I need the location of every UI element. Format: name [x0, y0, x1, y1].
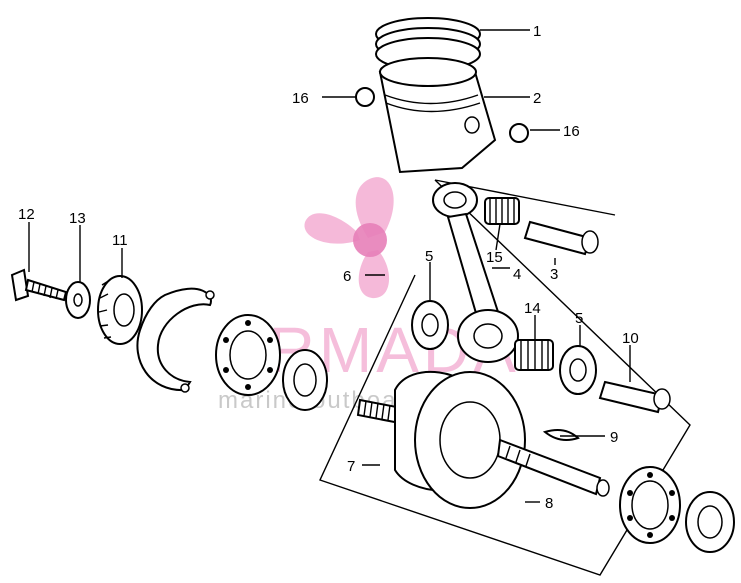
- main-bearing-right: [619, 466, 681, 544]
- callout-16a: 16: [292, 90, 309, 107]
- callout-1: 1: [533, 23, 541, 40]
- callout-15: 15: [486, 249, 503, 266]
- piston-pin-end: [581, 230, 599, 254]
- crank-pin: [598, 380, 664, 414]
- callout-4: 4: [513, 266, 521, 283]
- callout-12: 12: [18, 206, 35, 223]
- bearing-retainer-plate: [136, 287, 215, 393]
- callout-14: 14: [524, 300, 541, 317]
- washer: [65, 281, 91, 319]
- callouts: 1 2 3 4 5 5 6 7 8 9 10 11 12 13 14 15 16…: [18, 23, 639, 512]
- propeller-logo-icon: [304, 177, 394, 299]
- callout-8: 8: [545, 495, 553, 512]
- leader-lines: [28, 29, 631, 503]
- callout-5a: 5: [425, 248, 433, 265]
- drive-gear: [97, 275, 143, 345]
- callout-7: 7: [347, 458, 355, 475]
- callout-6: 6: [343, 268, 351, 285]
- oil-seal-left: [282, 349, 328, 411]
- piston: [378, 57, 497, 174]
- callout-2: 2: [533, 90, 541, 107]
- piston-pin-clip-right: [509, 123, 529, 143]
- bolt: [10, 268, 68, 302]
- callout-11: 11: [112, 232, 128, 249]
- oil-seal-right: [685, 491, 735, 553]
- small-end-bearing: [484, 197, 520, 225]
- callout-10: 10: [622, 330, 639, 347]
- main-bearing-left: [215, 314, 281, 396]
- callout-3: 3: [550, 266, 558, 283]
- callout-9: 9: [610, 429, 618, 446]
- connecting-rod: [432, 182, 519, 363]
- crankshaft: [356, 370, 610, 509]
- assembly-outline: [319, 179, 691, 576]
- callout-16b: 16: [563, 123, 580, 140]
- woodruff-key: [542, 429, 580, 441]
- piston-pin-clip-left: [355, 87, 375, 107]
- big-end-bearing: [514, 339, 554, 371]
- callout-13: 13: [69, 210, 86, 227]
- piston-pin: [523, 220, 592, 256]
- callout-5b: 5: [575, 310, 583, 327]
